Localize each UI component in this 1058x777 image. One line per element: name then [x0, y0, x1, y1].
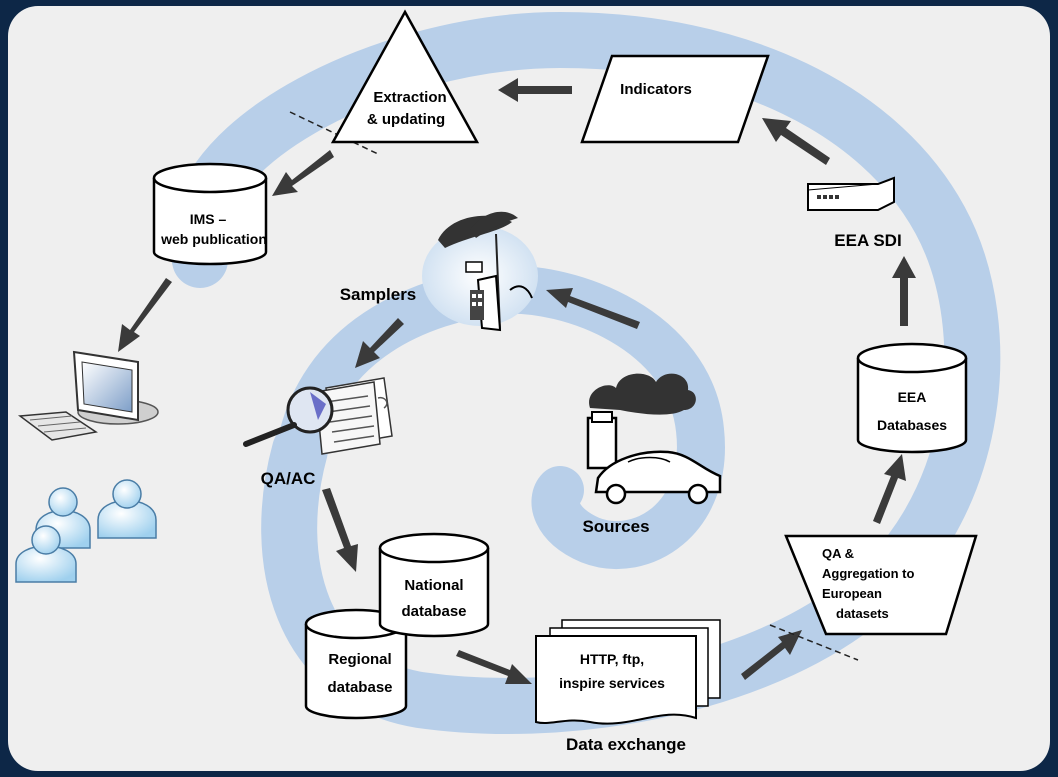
arrow-ims-to-computer [118, 278, 172, 352]
arrow-db-to-http [456, 650, 532, 684]
arrow-qaac-to-db [322, 488, 358, 572]
users-icon [15, 479, 157, 583]
qa-aggregation-line1: QA & [822, 546, 854, 561]
extraction-label-line1: Extraction [373, 89, 446, 106]
ims-label-line2: web publication [160, 231, 267, 247]
separator-top [289, 111, 379, 155]
ims-label-line1: IMS – [190, 211, 227, 227]
qa-aggregation-line2: Aggregation to [822, 566, 914, 581]
arrow-sdi-to-indicators [762, 118, 830, 165]
flow-arrows [118, 78, 916, 684]
regional-database-icon: Regional database [304, 608, 408, 720]
sources-label: Sources [582, 517, 649, 536]
indicators-label: Indicators [620, 81, 692, 98]
http-label-line2: inspire services [559, 675, 665, 691]
eea-databases-label-line2: Databases [877, 417, 947, 433]
eea-databases-icon: EEA Databases [856, 342, 968, 454]
qa-aggregation-node: QA & Aggregation to European datasets [784, 534, 978, 636]
ims-database-icon: IMS – web publication [152, 162, 268, 266]
server-icon [807, 176, 895, 211]
extraction-label-line2: & updating [367, 111, 445, 128]
separator-bottom [769, 624, 859, 661]
computer-icon [17, 350, 159, 441]
http-label-line1: HTTP, ftp, [580, 651, 644, 667]
data-exchange-label: Data exchange [566, 735, 686, 754]
qa-aggregation-line3: European [822, 586, 882, 601]
http-documents-icon: HTTP, ftp, inspire services [535, 619, 721, 725]
arrow-indicators-to-extraction [498, 78, 572, 102]
national-database-icon: National database [378, 532, 490, 638]
eea-sdi-label: EEA SDI [834, 231, 901, 250]
magnifier-icon [243, 386, 334, 447]
qaac-document-icon [315, 377, 393, 455]
sources-icon [586, 373, 722, 505]
arrow-sources-to-samplers [546, 288, 640, 329]
arrow-eea-db-to-sdi [892, 256, 916, 326]
arrow-samplers-to-qaac [355, 318, 404, 368]
qaac-label: QA/AC [261, 469, 316, 488]
qa-aggregation-line4: datasets [836, 606, 889, 621]
arrow-extraction-to-ims [272, 150, 334, 196]
eea-databases-label-line1: EEA [898, 389, 927, 405]
extraction-triangle: Extraction & updating [330, 9, 480, 144]
samplers-label: Samplers [340, 285, 417, 304]
arrow-http-to-qa [741, 630, 802, 680]
samplers-icon [438, 211, 533, 332]
national-db-line2: database [401, 603, 466, 620]
regional-db-line1: Regional [328, 651, 391, 668]
indicators-node: Indicators [580, 54, 770, 144]
national-db-line1: National [404, 577, 463, 594]
regional-db-line2: database [327, 679, 392, 696]
arrow-qa-to-eea-db [873, 454, 906, 524]
